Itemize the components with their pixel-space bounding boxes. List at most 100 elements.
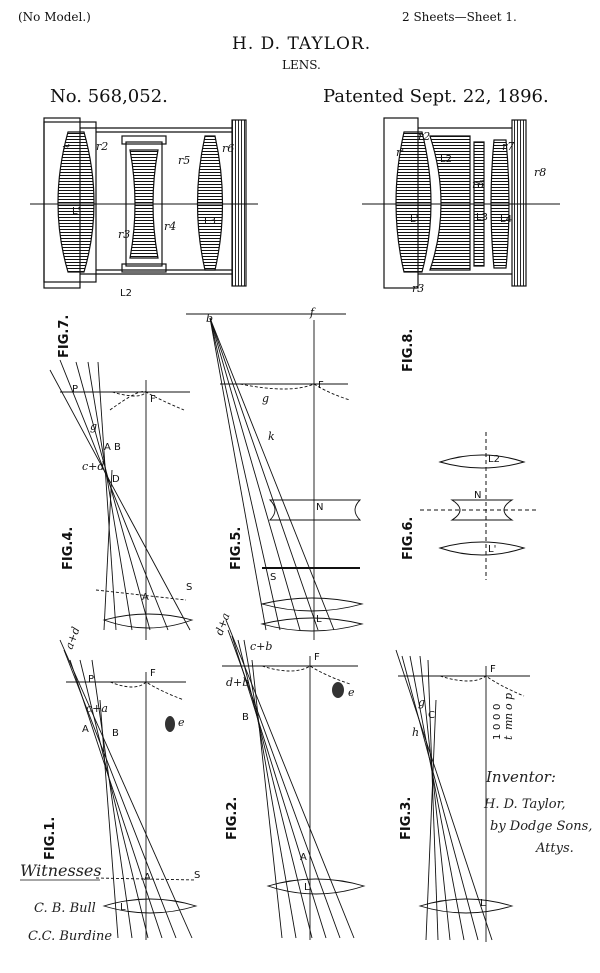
label-b-fig5: b: [206, 312, 213, 325]
patent-date: Patented Sept. 22, 1896.: [323, 86, 549, 107]
witness-1-signature: C. B. Bull: [34, 901, 96, 916]
inventor-signatures: Inventor: H. D. Taylor, by Dodge Sons, A…: [483, 768, 592, 856]
fig1-caption: FIG.1.: [43, 817, 58, 860]
scale-p: p: [502, 693, 515, 700]
label-ad-fig1: a+d: [63, 625, 83, 651]
label-r4: r4: [164, 220, 176, 233]
label-h-fig3: h: [412, 726, 419, 739]
sheet-count: 2 Sheets—Sheet 1.: [402, 10, 517, 24]
scale-0c: 0: [492, 704, 503, 710]
attorneys-label: Attys.: [535, 841, 574, 856]
label-r1-right: r': [396, 146, 404, 159]
attorney-signature: by Dodge Sons,: [490, 819, 592, 834]
patent-number: No. 568,052.: [50, 86, 168, 107]
label-L4-right: L4: [500, 214, 512, 225]
label-e-fig2: e: [348, 686, 355, 699]
fig2-ray-diagram: [222, 619, 366, 940]
fig5-caption: FIG.5.: [229, 527, 244, 570]
scale-m: m: [502, 720, 515, 730]
label-g-fig3: g: [418, 696, 425, 709]
label-r6-right: r6: [472, 178, 484, 191]
label-L2-fig6: L2: [488, 454, 500, 465]
label-cb-fig2: c+b: [250, 640, 272, 653]
label-r2-right: r2: [418, 130, 430, 143]
inventor-signature: H. D. Taylor,: [483, 797, 566, 812]
label-L1: L': [72, 206, 80, 217]
fig6-lens-diagram: [420, 432, 536, 580]
scale-t: t: [502, 735, 515, 740]
label-da-fig2: d+a: [213, 611, 233, 637]
label-F-fig5: F: [318, 380, 324, 391]
label-cd-fig4: c+d: [82, 460, 104, 473]
label-L-fig2: L: [304, 882, 310, 893]
label-B-fig4: B: [114, 442, 121, 453]
label-L1-fig6: L': [488, 544, 496, 555]
label-N-fig5: N: [316, 502, 323, 513]
label-B-fig1: B: [112, 728, 119, 739]
label-L-fig1: L: [120, 902, 126, 913]
fig8-caption: FIG.8.: [401, 329, 416, 372]
label-L2-right: L2: [440, 154, 452, 165]
fig4-caption: FIG.4.: [61, 527, 76, 570]
witness-2-signature: C.C. Burdine: [28, 929, 112, 944]
label-A-lower-fig1: A: [144, 872, 151, 883]
label-P-fig4: P: [72, 384, 78, 395]
fig1-labels: P F a+d c+a A B A S L e FIG.1.: [43, 625, 200, 913]
label-C-fig3: C: [428, 710, 435, 721]
label-r3-right: r3: [412, 282, 424, 295]
fig4-labels: P F g A B D c+d A S FIG.7. FIG.4.: [57, 315, 192, 603]
label-L2: L2: [120, 288, 132, 299]
lens-labels-left: r' r2 r3 r4 r5 r6 L' L2 L3: [62, 140, 234, 299]
label-S-fig5: S: [270, 572, 276, 583]
label-g-fig4: g: [90, 420, 97, 433]
label-ca-fig1: c+a: [86, 702, 108, 715]
label-D-fig4: D: [112, 474, 120, 485]
label-A-fig1: A: [82, 724, 89, 735]
witnesses-label: Witnesses: [20, 861, 102, 880]
label-L3-right: L3: [476, 212, 488, 223]
label-S-fig4: S: [186, 582, 192, 593]
scale-0a: 0: [492, 724, 503, 730]
lens-assembly-left: [30, 117, 258, 289]
label-r6: r6: [222, 142, 234, 155]
label-db-fig2: d+b: [226, 676, 249, 689]
inventor-heading: H. D. TAYLOR.: [232, 34, 372, 54]
scale-labels: 1 0 0 0 t m n o p: [492, 693, 515, 740]
label-F-fig3: F: [490, 664, 496, 675]
scale-1: 1: [492, 734, 503, 740]
fig1-ray-diagram: [59, 639, 198, 940]
fig5-ray-diagram: [186, 313, 364, 640]
label-L-fig5: L: [316, 614, 322, 625]
inventor-label: Inventor:: [485, 768, 556, 786]
label-g-fig5: g: [262, 392, 269, 405]
label-L3: L3: [204, 216, 216, 227]
label-f-fig5: f: [309, 306, 316, 319]
fig2-labels: d+a c+b d+b B F A L e FIG.2.: [213, 611, 355, 893]
label-P-fig1: P: [88, 674, 94, 685]
fig4-ray-diagram: [49, 359, 194, 640]
fig6-caption: FIG.6.: [401, 517, 416, 560]
scale-n: n: [502, 713, 515, 720]
fig3-labels: g h C F L FIG.3.: [399, 664, 496, 909]
scale-o: o: [502, 703, 515, 710]
label-r5: r5: [178, 154, 190, 167]
fig7-caption: FIG.7.: [57, 315, 72, 358]
label-F-fig4: F: [150, 394, 156, 405]
fig2-caption: FIG.2.: [225, 797, 240, 840]
label-L-fig3: L: [480, 898, 486, 909]
patent-title: LENS.: [282, 58, 321, 72]
label-e-fig1: e: [178, 716, 185, 729]
label-F-fig2: F: [314, 652, 320, 663]
fig3-ray-diagram: [395, 649, 530, 942]
no-model-note: (No Model.): [18, 10, 91, 24]
label-S-fig1: S: [194, 870, 200, 881]
lens-assembly-right: [362, 117, 560, 289]
scale-0b: 0: [492, 714, 503, 720]
label-r2: r2: [96, 140, 108, 153]
label-k-fig5: k: [268, 430, 275, 443]
label-r8-right: r8: [534, 166, 546, 179]
label-r7-right: r7: [502, 140, 514, 153]
label-F-fig1: F: [150, 668, 156, 679]
label-L1-right: L': [410, 214, 418, 225]
label-A-fig4: A: [104, 442, 111, 453]
